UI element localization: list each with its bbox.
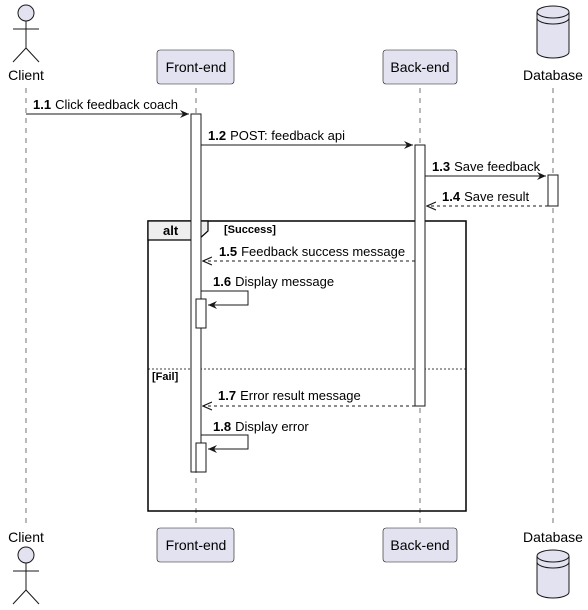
backend-activation bbox=[414, 144, 426, 407]
frontend-participant-bottom: Front-end bbox=[156, 527, 235, 563]
database-label-bottom: Database bbox=[523, 529, 583, 545]
database-activation bbox=[547, 174, 559, 207]
message-arrow-1-6 bbox=[201, 290, 249, 309]
client-actor-icon-top bbox=[12, 4, 40, 63]
message-arrow-1-8 bbox=[201, 434, 249, 453]
database-icon-top bbox=[536, 5, 570, 59]
backend-label-bottom: Back-end bbox=[390, 537, 449, 553]
frontend-participant-top: Front-end bbox=[156, 49, 235, 85]
alt-operator-label: alt bbox=[163, 223, 179, 238]
client-actor-icon-bottom bbox=[12, 546, 40, 605]
alt-condition-success: [Success] bbox=[224, 224, 276, 236]
frontend-activation-main bbox=[190, 113, 202, 473]
database-icon-bottom bbox=[536, 549, 570, 599]
database-label-top: Database bbox=[523, 67, 583, 83]
alt-condition-fail: [Fail] bbox=[152, 371, 179, 383]
frontend-activation-display-message bbox=[195, 298, 207, 329]
backend-participant-bottom: Back-end bbox=[382, 527, 458, 563]
client-label-top: Client bbox=[8, 67, 44, 83]
backend-label-top: Back-end bbox=[390, 59, 449, 75]
frontend-label-bottom: Front-end bbox=[166, 537, 227, 553]
frontend-label-top: Front-end bbox=[166, 59, 227, 75]
frontend-activation-display-error bbox=[195, 442, 207, 473]
backend-participant-top: Back-end bbox=[382, 49, 458, 85]
client-label-bottom: Client bbox=[8, 529, 44, 545]
